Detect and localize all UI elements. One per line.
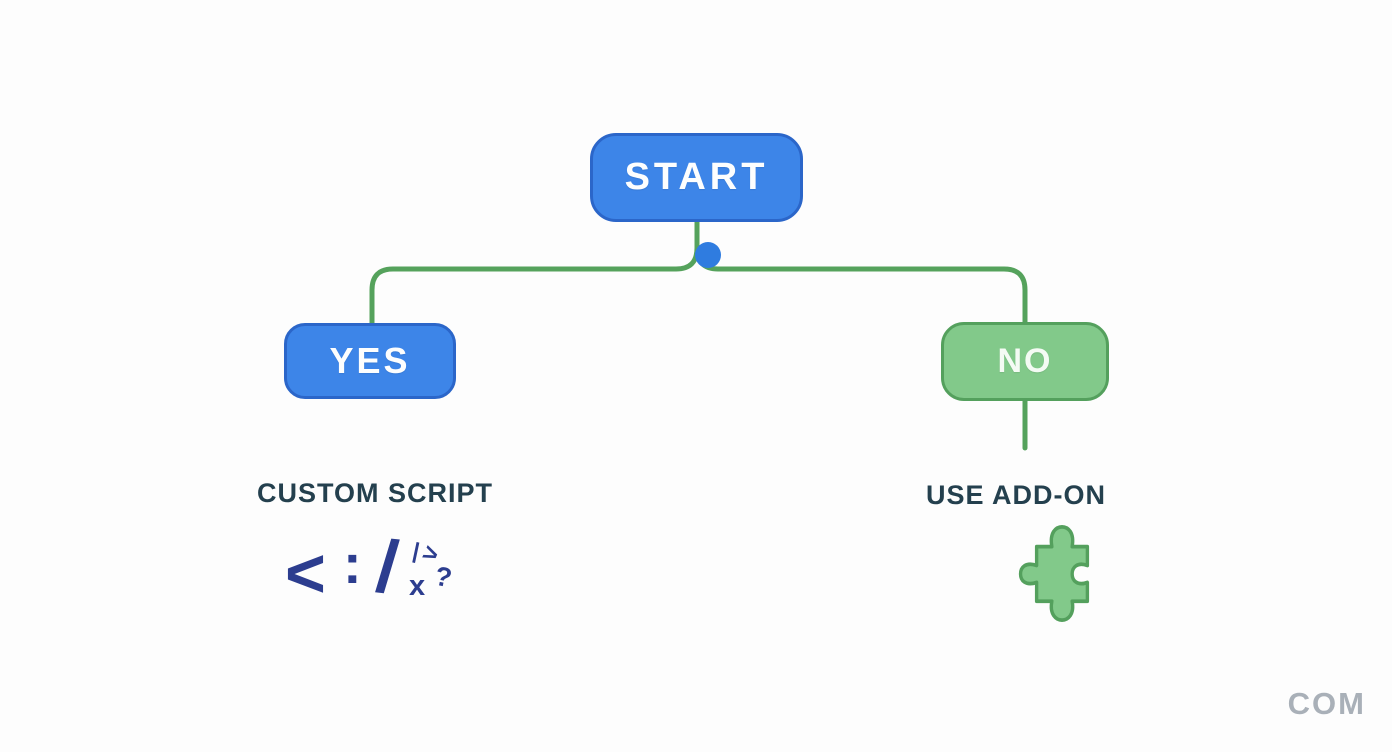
no-result-label: USE ADD-ON [925,480,1106,510]
watermark-text: COM [1287,686,1366,721]
puzzle-icon [1018,524,1106,622]
code-colon-glyph: : [343,532,362,595]
yes-result-label: CUSTOM SCRIPT [256,478,493,508]
code-icon: < : / | > ? x [285,524,470,618]
puzzle-piece-shape [1018,524,1090,622]
node-no: NO [941,322,1109,401]
code-hook-glyph: ? [432,560,455,594]
code-angle-glyph: < [285,534,326,612]
connector-left-branch [369,217,700,329]
node-start: START [590,133,803,222]
code-x-glyph: x [409,570,426,602]
junction-dot [695,242,721,268]
code-slash-glyph: / [372,524,402,609]
node-yes: YES [284,323,456,399]
